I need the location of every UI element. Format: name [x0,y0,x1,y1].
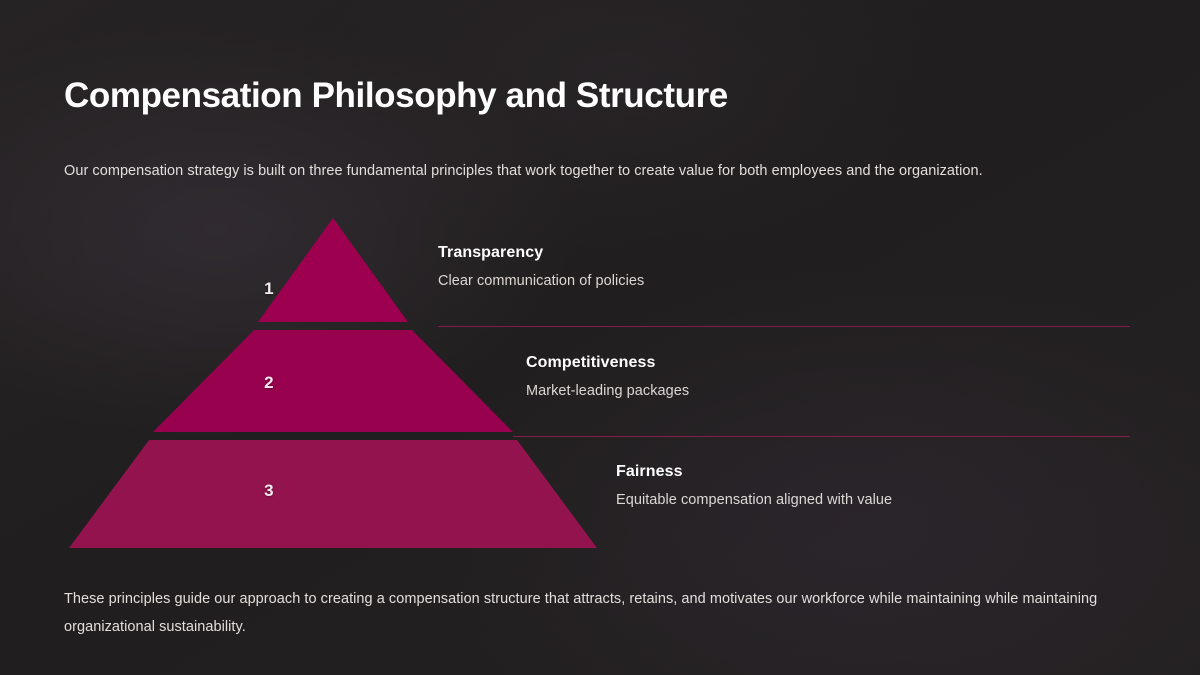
pyramid-tier-1-number: 1 [264,279,274,298]
pyramid-tier-2-label: Competitiveness Market-leading packages [526,353,689,401]
pyramid-tier-3-number: 3 [264,481,274,500]
pyramid-tier-3-shape [69,440,597,548]
pyramid-tier-1-heading: Transparency [438,244,544,261]
pyramid-tier-3-heading: Fairness [616,463,683,480]
pyramid-tier-2-description: Market-leading packages [526,383,690,400]
pyramid-tier-3-description: Equitable compensation aligned with valu… [616,492,893,509]
pyramid-tier-2-heading: Competitiveness [526,354,656,371]
slide-footer-text: These principles guide our approach to c… [64,590,1098,636]
pyramid-diagram [64,212,604,552]
pyramid-tier-3-label: Fairness Equitable compensation aligned … [616,462,892,510]
pyramid-tier-2-number: 2 [264,373,274,392]
slide-subtitle: Our compensation strategy is built on th… [64,162,983,179]
pyramid-tier-2-shape [153,330,513,432]
pyramid-tier-1-shape [258,218,408,322]
pyramid-tier-1-description: Clear communication of policies [438,273,645,290]
tier-1-divider-line [438,326,1130,327]
pyramid-tier-1-label: Transparency Clear communication of poli… [438,243,644,291]
tier-2-divider-line [513,436,1130,437]
page-title: Compensation Philosophy and Structure [64,76,728,116]
